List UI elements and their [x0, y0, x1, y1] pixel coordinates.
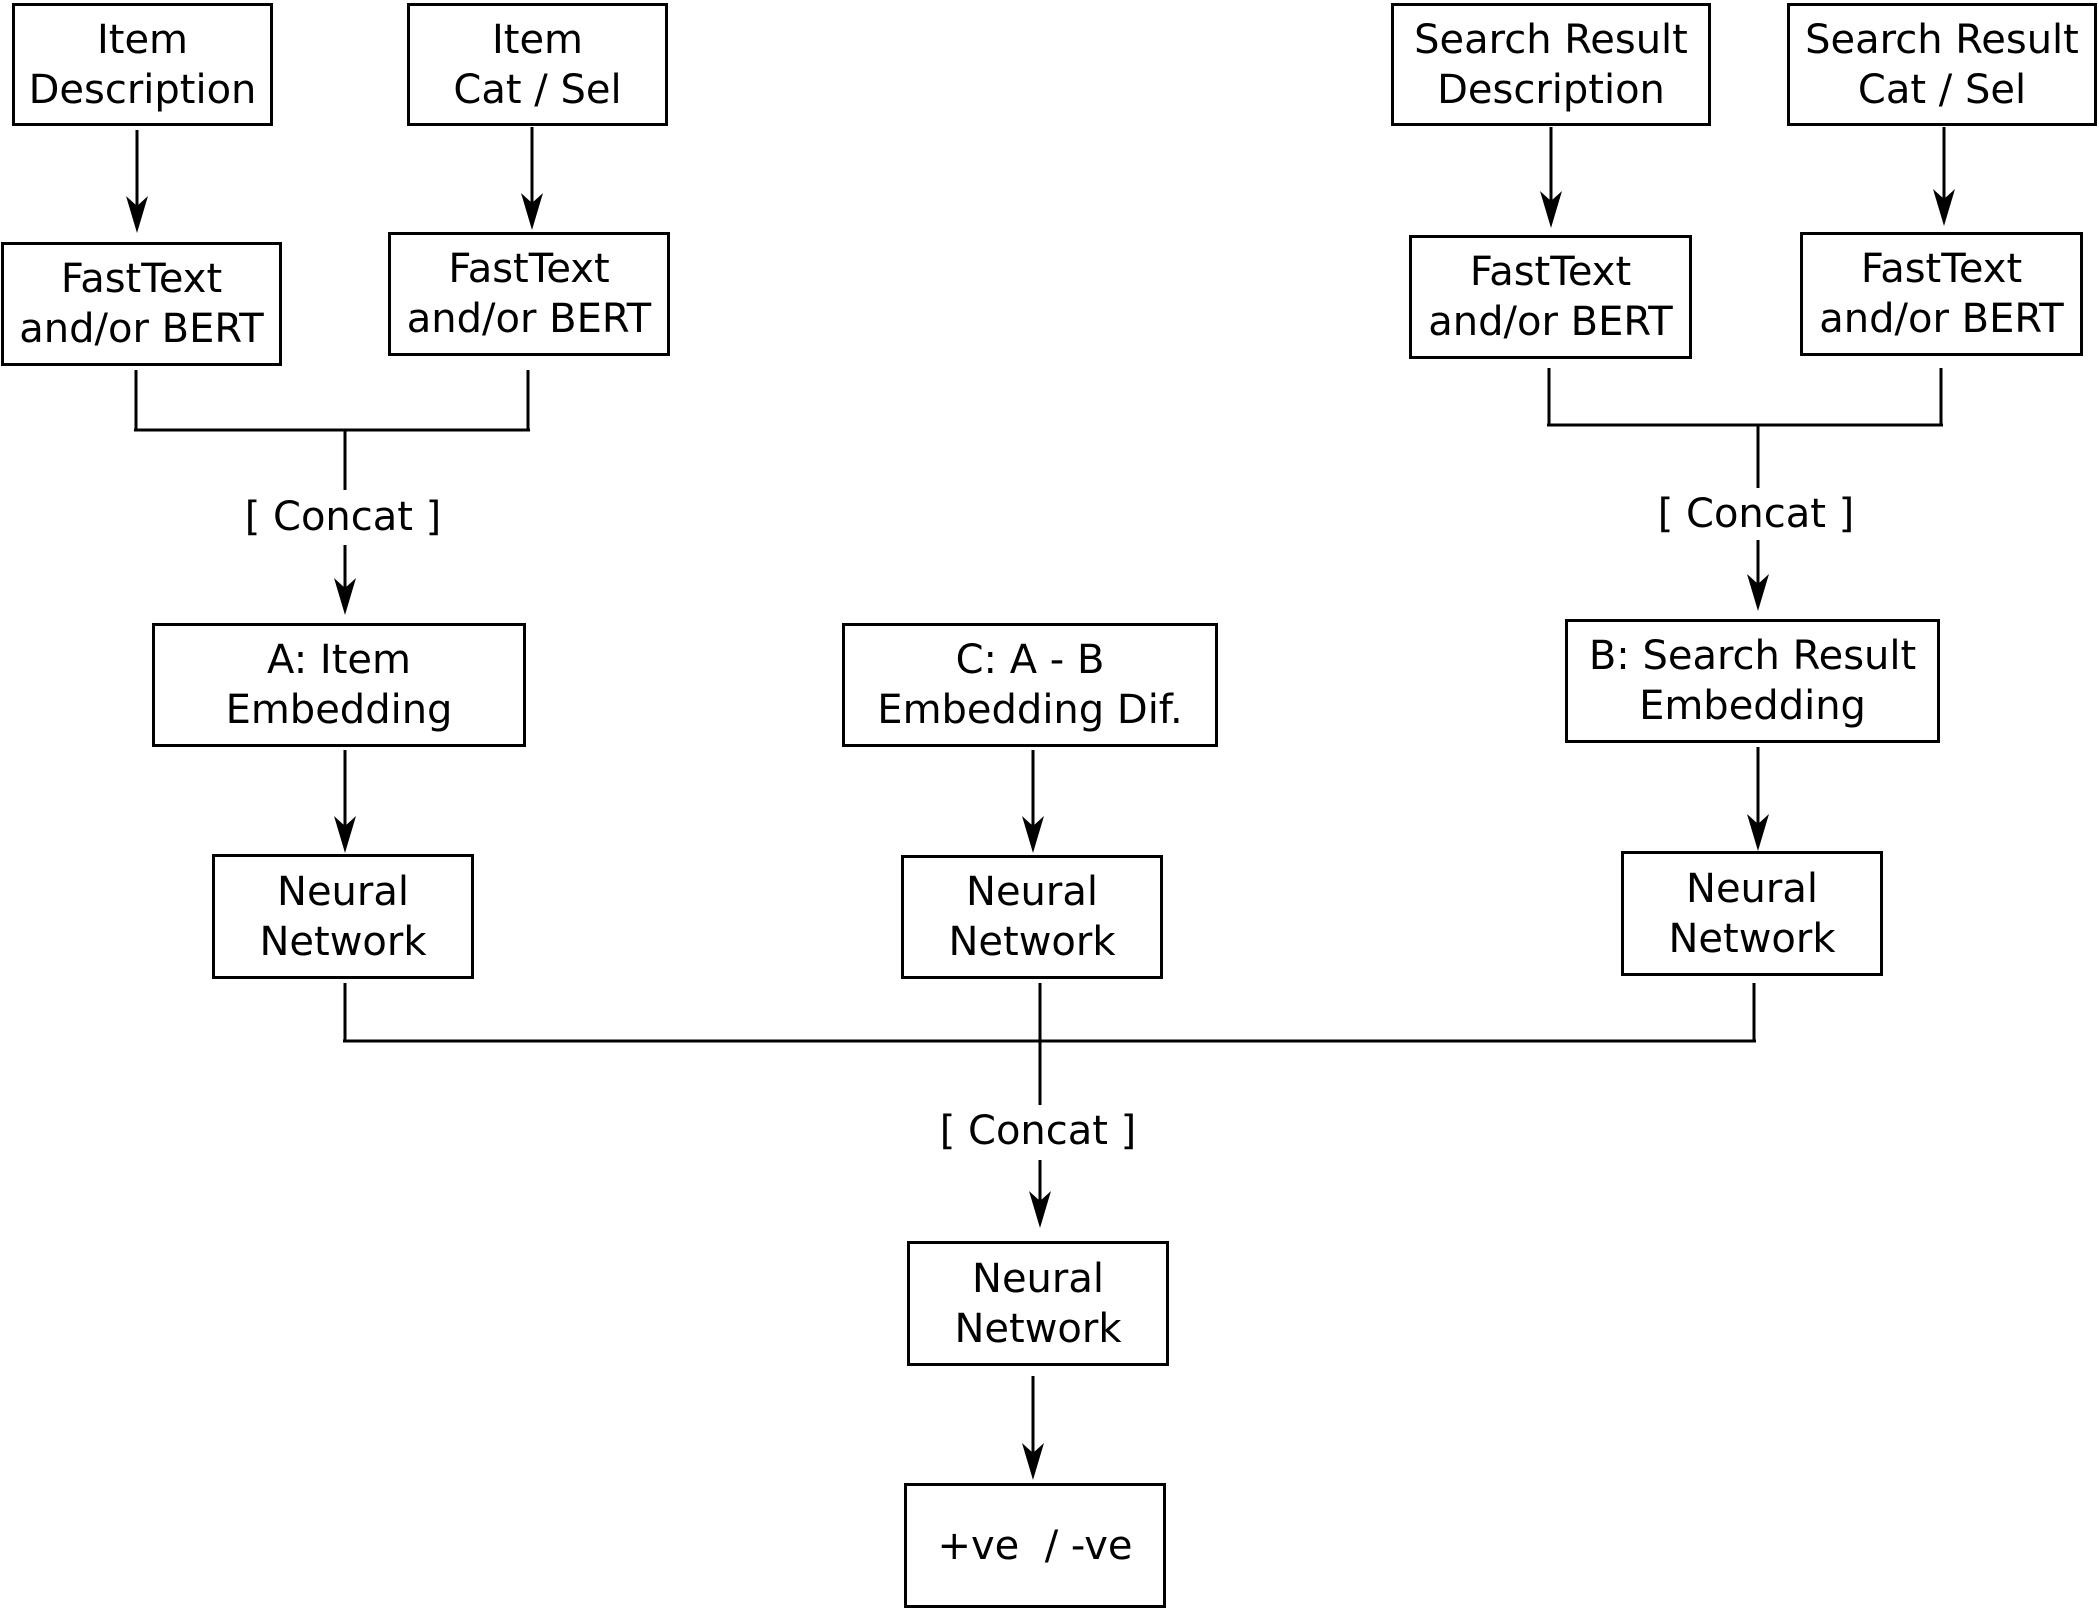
neural-network-b-line-2: Network: [1668, 915, 1836, 962]
neural-network-c-line-2: Network: [948, 919, 1116, 965]
encoder-item-cat-sel-box: FastText and/or BERT: [388, 232, 670, 356]
search-result-cat-sel-line-1: Search Result: [1805, 16, 2079, 63]
search-result-embedding-line-2: Embedding: [1639, 683, 1866, 729]
arrowhead-10: [1029, 1191, 1051, 1228]
item-cat-sel-line-2: Cat / Sel: [453, 66, 622, 113]
concat-label-item: [ Concat ]: [238, 492, 448, 542]
encoder-item-description-box: FastText and/or BERT: [1, 242, 282, 366]
arrowhead-7: [334, 816, 356, 853]
neural-network-b-line-1: Neural: [1686, 865, 1818, 912]
neural-network-c-line-1: Neural: [966, 869, 1098, 915]
embedding-difference-box: C: A - B Embedding Dif.: [842, 623, 1218, 747]
search-result-cat-sel-line-2: Cat / Sel: [1857, 66, 2027, 113]
arrowhead-6: [1747, 574, 1769, 611]
encoder-item-cat-sel-line-1: FastText: [448, 246, 610, 292]
search-result-description-line-2: Description: [1437, 66, 1665, 113]
search-result-cat-sel-box: Search Result Cat / Sel: [1787, 3, 2097, 126]
item-cat-sel-line-1: Item: [491, 16, 584, 63]
concat-label-search: [ Concat ]: [1651, 489, 1861, 539]
neural-network-c-box: Neural Network: [901, 855, 1163, 979]
encoder-search-description-box: FastText and/or BERT: [1409, 235, 1692, 359]
item-description-box: Item Description: [12, 3, 273, 126]
encoder-search-cat-sel-line-2: and/or BERT: [1819, 296, 2064, 342]
neural-network-final-line-1: Neural: [972, 1255, 1104, 1302]
arrowhead-8: [1022, 816, 1044, 853]
encoder-item-cat-sel-line-2: and/or BERT: [406, 296, 652, 342]
encoder-search-description-line-2: and/or BERT: [1428, 299, 1673, 345]
item-embedding-line-1: A: Item: [267, 637, 411, 683]
search-result-description-box: Search Result Description: [1391, 3, 1711, 126]
encoder-item-description-line-1: FastText: [60, 256, 223, 302]
arrowhead-4: [1933, 189, 1955, 226]
neural-network-b-box: Neural Network: [1621, 851, 1883, 976]
arrowhead-9: [1747, 814, 1769, 851]
item-description-line-2: Description: [28, 66, 257, 113]
arrowhead-5: [334, 578, 356, 615]
arrowhead-1: [126, 196, 148, 233]
item-embedding-box: A: Item Embedding: [152, 623, 526, 747]
item-description-line-1: Item: [96, 16, 189, 63]
arrowhead-3: [1540, 191, 1562, 228]
search-result-description-line-1: Search Result: [1414, 16, 1688, 63]
arrowhead-2: [521, 193, 543, 230]
output-label: +ve / -ve: [937, 1522, 1133, 1569]
embedding-difference-line-2: Embedding Dif.: [877, 687, 1183, 733]
neural-network-a-line-2: Network: [259, 918, 427, 965]
encoder-item-description-line-2: and/or BERT: [19, 306, 264, 352]
encoder-search-cat-sel-box: FastText and/or BERT: [1800, 232, 2083, 356]
concat-label-final: [ Concat ]: [933, 1106, 1143, 1156]
arrowhead-11: [1022, 1443, 1044, 1480]
neural-network-final-box: Neural Network: [907, 1241, 1169, 1366]
output-box: +ve / -ve: [904, 1483, 1166, 1608]
encoder-search-cat-sel-line-1: FastText: [1860, 246, 2023, 292]
item-embedding-line-2: Embedding: [225, 687, 453, 733]
embedding-difference-line-1: C: A - B: [955, 637, 1105, 683]
encoder-search-description-line-1: FastText: [1469, 249, 1632, 295]
item-cat-sel-box: Item Cat / Sel: [407, 3, 668, 126]
neural-network-a-box: Neural Network: [212, 854, 474, 979]
search-result-embedding-box: B: Search Result Embedding: [1565, 619, 1940, 743]
search-result-embedding-line-1: B: Search Result: [1588, 633, 1917, 679]
neural-network-final-line-2: Network: [954, 1305, 1122, 1352]
neural-network-a-line-1: Neural: [277, 868, 409, 915]
